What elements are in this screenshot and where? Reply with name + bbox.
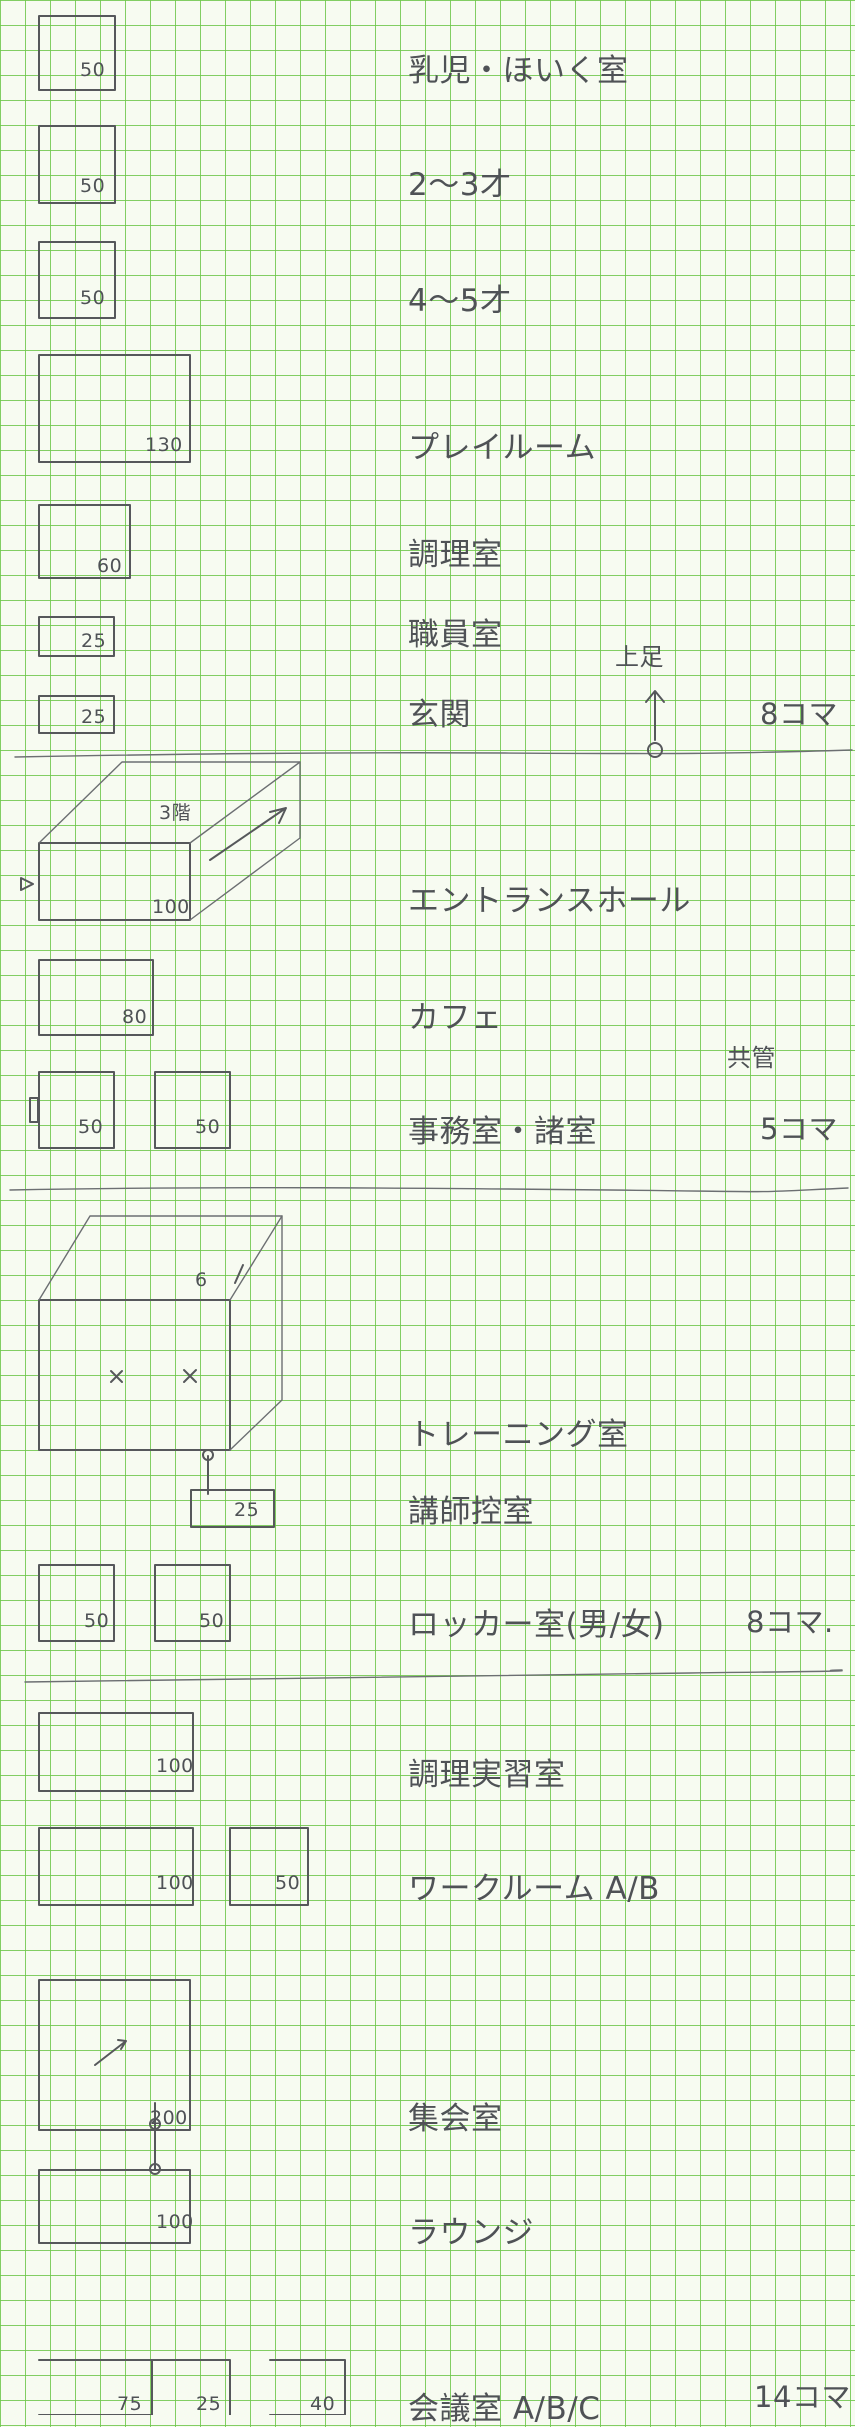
box-staff: [38, 616, 115, 657]
value-training-top: 6: [195, 1269, 208, 1291]
connector-instructor-dot: [202, 1449, 214, 1461]
label-cafe: カフェ: [408, 1000, 503, 1036]
value-meeting-c: 40: [310, 2393, 336, 2415]
shoe-arrow-dot: [647, 742, 663, 758]
value-work-b: 50: [275, 1872, 301, 1894]
box-kitchen: [38, 504, 131, 579]
value-office-a: 50: [78, 1116, 104, 1138]
box-office-a: [38, 1071, 115, 1149]
label-age-4-5: 4～5才: [408, 283, 512, 319]
box-meeting-c: [269, 2359, 346, 2415]
box-assembly: [38, 1979, 191, 2131]
label-cooking-practice-room: 調理実習室: [408, 1757, 566, 1793]
arrow-stair-line: [209, 809, 284, 861]
label-infant-nursing: 乳児・ほいく室: [408, 53, 629, 89]
label-meeting-room: 会議室 A/B/C: [408, 2391, 601, 2427]
value-age-4-5: 50: [80, 287, 106, 309]
value-infant: 50: [80, 59, 106, 81]
box-age-4-5: [38, 241, 116, 319]
value-entrance-stair-mark: 3階: [159, 802, 192, 824]
label-instructor-room: 講師控室: [408, 1494, 534, 1530]
training-arrow: [234, 1264, 244, 1284]
label-kitchen: 調理室: [408, 537, 503, 573]
label-age-2-3: 2～3才: [408, 167, 512, 203]
box-lounge: [38, 2169, 191, 2244]
value-meeting-a: 75: [117, 2393, 143, 2415]
office-left-marker: [29, 1097, 39, 1123]
box-instructor: [190, 1489, 275, 1528]
value-cafe: 80: [122, 1006, 148, 1028]
label-locker-room: ロッカー室(男/女): [408, 1607, 665, 1643]
box-age-2-3: [38, 125, 116, 204]
value-meeting-b: 25: [196, 2393, 222, 2415]
box-meeting-a: [38, 2359, 153, 2415]
value-instructor: 25: [234, 1499, 260, 1521]
label-playroom: プレイルーム: [408, 430, 597, 466]
value-kitchen: 60: [97, 555, 123, 577]
label-training-room: トレーニング室: [408, 1417, 629, 1453]
box-entrance-hall-side: [189, 761, 301, 921]
assembly-arrow: [94, 2039, 127, 2066]
box-work-b: [229, 1827, 309, 1906]
value-assembly: 200: [150, 2107, 188, 2129]
value-locker-b: 50: [199, 1610, 225, 1632]
label-staff-room: 職員室: [408, 617, 503, 653]
assembly-connector-dot-bottom: [149, 2163, 161, 2175]
value-work-a: 100: [156, 1872, 194, 1894]
box-cafe: [38, 959, 154, 1036]
box-entrance: [38, 695, 115, 734]
section-divider-1: [14, 749, 853, 758]
label-entrance: 玄関: [408, 697, 471, 733]
value-office-b: 50: [195, 1116, 221, 1138]
value-playroom: 130: [145, 434, 183, 456]
label-work-room: ワークルーム A/B: [408, 1871, 660, 1907]
box-meeting-b: [151, 2359, 231, 2415]
label-entrance-hall: エントランスホール: [408, 883, 691, 919]
training-cross-b: [183, 1369, 197, 1383]
shoe-arrow-head: [645, 690, 665, 703]
box-locker-a: [38, 1564, 115, 1642]
note-count-section-1: 8コマ: [760, 697, 838, 731]
value-entrance: 25: [81, 706, 107, 728]
box-training-side: [229, 1215, 283, 1451]
value-staff: 25: [81, 630, 107, 652]
training-cross-a: [110, 1370, 123, 1383]
assembly-connector-dot-top: [149, 2118, 161, 2130]
label-office: 事務室・諸室: [408, 1114, 597, 1150]
box-entrance-hall-top: [38, 761, 301, 844]
value-entrance-hall: 100: [152, 896, 190, 918]
box-training-top: [38, 1215, 283, 1301]
arrow-stair-head: [269, 807, 287, 824]
box-training: [38, 1299, 231, 1451]
value-age-2-3: 50: [80, 175, 106, 197]
entrance-left-marker: [20, 877, 34, 891]
value-cooking: 100: [156, 1755, 194, 1777]
box-playroom: [38, 354, 191, 463]
section-divider-3: [24, 1669, 843, 1683]
note-count-section-2: 5コマ: [760, 1112, 838, 1146]
value-locker-a: 50: [84, 1610, 110, 1632]
note-shoes-on: 上足: [615, 643, 664, 671]
box-work-a: [38, 1827, 194, 1906]
section-divider-2: [9, 1186, 849, 1193]
label-assembly-room: 集会室: [408, 2101, 503, 2137]
note-shared: 共管: [727, 1044, 776, 1072]
label-lounge: ラウンジ: [408, 2215, 534, 2251]
box-office-b: [154, 1071, 231, 1149]
box-locker-b: [154, 1564, 231, 1642]
box-cooking: [38, 1712, 194, 1792]
box-infant: [38, 15, 116, 91]
note-count-section-4: 14コマ: [754, 2380, 851, 2414]
value-lounge: 100: [156, 2211, 194, 2233]
note-count-section-3: 8コマ.: [746, 1605, 834, 1639]
